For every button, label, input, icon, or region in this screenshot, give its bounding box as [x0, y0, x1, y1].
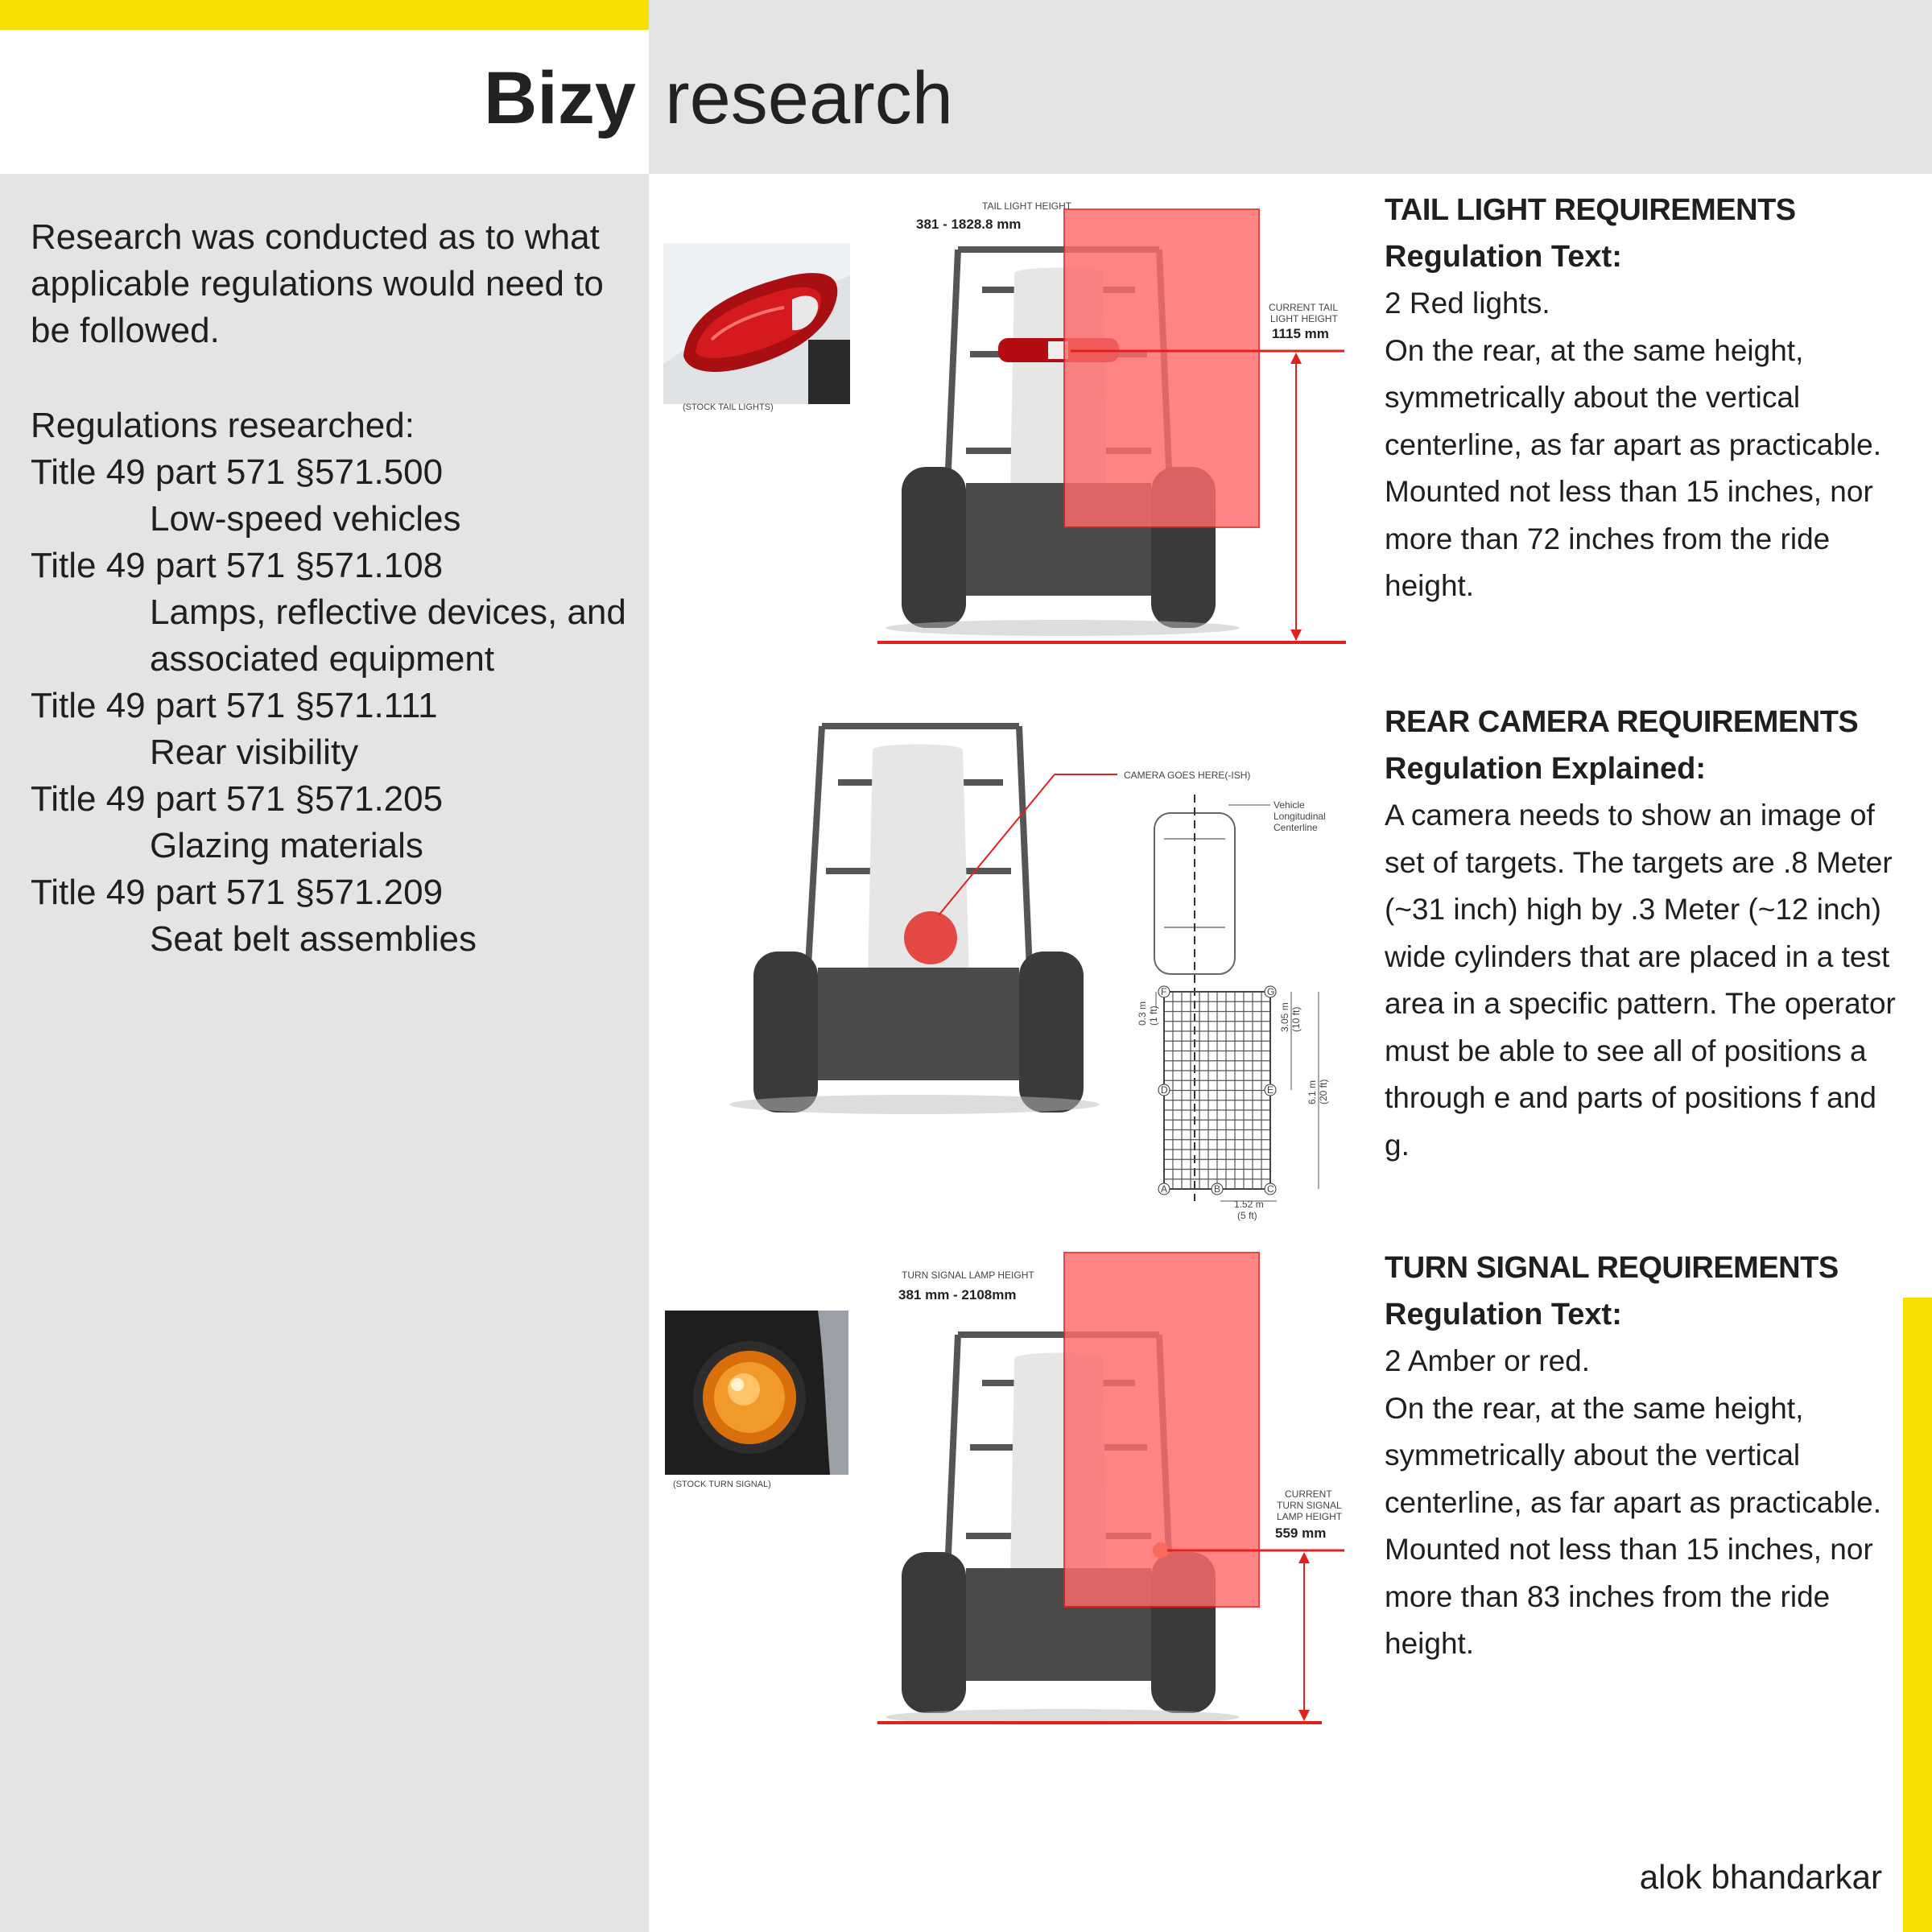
- section-para: On the rear, at the same height, symmetr…: [1385, 1391, 1881, 1519]
- section-subheading: Regulation Explained:: [1385, 752, 1707, 786]
- dim-20-ft: (20 ft): [1318, 1080, 1329, 1104]
- range-label: TURN SIGNAL LAMP HEIGHT: [902, 1269, 1034, 1281]
- regulations-heading: Regulations researched:: [31, 406, 415, 445]
- marker-g: G: [1267, 986, 1274, 997]
- tail-photo-caption: (STOCK TAIL LIGHTS): [683, 402, 774, 412]
- regulation-code: Title 49 part 571 §571.205: [31, 779, 444, 819]
- allowed-zone: [1063, 1252, 1260, 1608]
- dim-3-05-m: 3.05 m: [1279, 1002, 1290, 1032]
- marker-b: B: [1214, 1183, 1220, 1195]
- section-para: A camera needs to show an image of set o…: [1385, 799, 1896, 1162]
- dim-6-1-m: 6.1 m: [1307, 1080, 1318, 1104]
- yellow-accent-bar: [0, 0, 649, 30]
- range-label: TAIL LIGHT HEIGHT: [982, 200, 1072, 212]
- regulation-desc: Glazing materials: [150, 826, 423, 865]
- allowed-zone: [1063, 208, 1260, 528]
- section-subheading: Regulation Text:: [1385, 1298, 1622, 1331]
- range-value: 381 mm - 2108mm: [898, 1287, 1016, 1302]
- regulation-code: Title 49 part 571 §571.500: [31, 452, 444, 492]
- current-value: 559 mm: [1275, 1525, 1326, 1541]
- regulation-desc: Seat belt assemblies: [150, 919, 477, 959]
- section-para: On the rear, at the same height, symmetr…: [1385, 333, 1881, 461]
- current-label-1: CURRENT: [1285, 1488, 1332, 1500]
- camera-callout: CAMERA GOES HERE(-ISH): [1124, 770, 1250, 781]
- regulation-desc: Lamps, reflective devices, and associate…: [150, 592, 626, 679]
- marker-a: A: [1161, 1183, 1167, 1195]
- test-area-grid: [1154, 795, 1271, 1201]
- page-title-light: research: [665, 57, 953, 139]
- dim-10-ft: (10 ft): [1290, 1007, 1302, 1032]
- current-value: 1115 mm: [1272, 326, 1329, 341]
- section-heading: TURN SIGNAL REQUIREMENTS: [1385, 1251, 1839, 1285]
- tail-light-diagram: TAIL LIGHT HEIGHT 381 - 1828.8 mm CURREN…: [805, 193, 1352, 652]
- page-title-bold: Bizy: [483, 57, 636, 139]
- tail-light-text: TAIL LIGHT REQUIREMENTS Regulation Text:…: [1385, 187, 1900, 610]
- marker-f: F: [1161, 986, 1166, 997]
- range-value: 381 - 1828.8 mm: [916, 217, 1021, 232]
- dim-0-3-m: 0.3 m: [1137, 1001, 1148, 1026]
- header-band: [649, 0, 1932, 174]
- regulation-code: Title 49 part 571 §571.111: [31, 686, 438, 725]
- dim-1-52-m: 1.52 m: [1234, 1199, 1264, 1210]
- turn-signal-diagram: TURN SIGNAL LAMP HEIGHT 381 mm - 2108mm …: [805, 1246, 1352, 1729]
- section-subheading: Regulation Text:: [1385, 240, 1622, 274]
- regulation-desc: Rear visibility: [150, 733, 359, 772]
- dim-1-ft: (1 ft): [1148, 1005, 1159, 1026]
- camera-position-marker: [904, 911, 957, 964]
- yellow-accent-side: [1903, 1298, 1932, 1932]
- current-label-2: TURN SIGNAL: [1277, 1500, 1342, 1511]
- dim-5-ft: (5 ft): [1237, 1210, 1257, 1221]
- marker-d: D: [1161, 1084, 1168, 1096]
- section-heading: REAR CAMERA REQUIREMENTS: [1385, 705, 1859, 739]
- section-para: Mounted not less than 15 inches, nor mor…: [1385, 475, 1873, 602]
- current-label-3: LAMP HEIGHT: [1277, 1511, 1343, 1522]
- sidebar-panel: [0, 174, 649, 1932]
- turn-signal-photo: [665, 1311, 848, 1475]
- section-heading: TAIL LIGHT REQUIREMENTS: [1385, 193, 1796, 227]
- section-para: 2 Amber or red.: [1385, 1344, 1591, 1377]
- centerline-label-2: Longitudinal: [1274, 811, 1326, 822]
- section-para: 2 Red lights.: [1385, 287, 1550, 320]
- regulation-code: Title 49 part 571 §571.209: [31, 873, 444, 912]
- rear-camera-diagram: CAMERA GOES HERE(-ISH) Vehicle Longitudi…: [665, 718, 1349, 1233]
- target-markers: F G D E A B C: [1158, 985, 1277, 1195]
- turn-signal-text: TURN SIGNAL REQUIREMENTS Regulation Text…: [1385, 1245, 1900, 1668]
- current-label-1: CURRENT TAIL: [1269, 302, 1338, 313]
- author-name: alok bhandarkar: [1639, 1858, 1882, 1896]
- turn-photo-caption: (STOCK TURN SIGNAL): [673, 1480, 771, 1489]
- centerline-label-1: Vehicle: [1274, 799, 1305, 811]
- current-label-2: LIGHT HEIGHT: [1270, 313, 1338, 324]
- marker-c: C: [1267, 1183, 1274, 1195]
- tail-light-photo: [663, 243, 850, 404]
- regulation-code: Title 49 part 571 §571.108: [31, 546, 444, 585]
- regulation-desc: Low-speed vehicles: [150, 499, 461, 539]
- intro-text: Research was conducted as to what applic…: [31, 217, 604, 350]
- centerline-label-3: Centerline: [1274, 822, 1318, 833]
- rear-camera-text: REAR CAMERA REQUIREMENTS Regulation Expl…: [1385, 699, 1900, 1169]
- section-para: Mounted not less than 15 inches, nor mor…: [1385, 1533, 1873, 1660]
- marker-e: E: [1267, 1084, 1274, 1096]
